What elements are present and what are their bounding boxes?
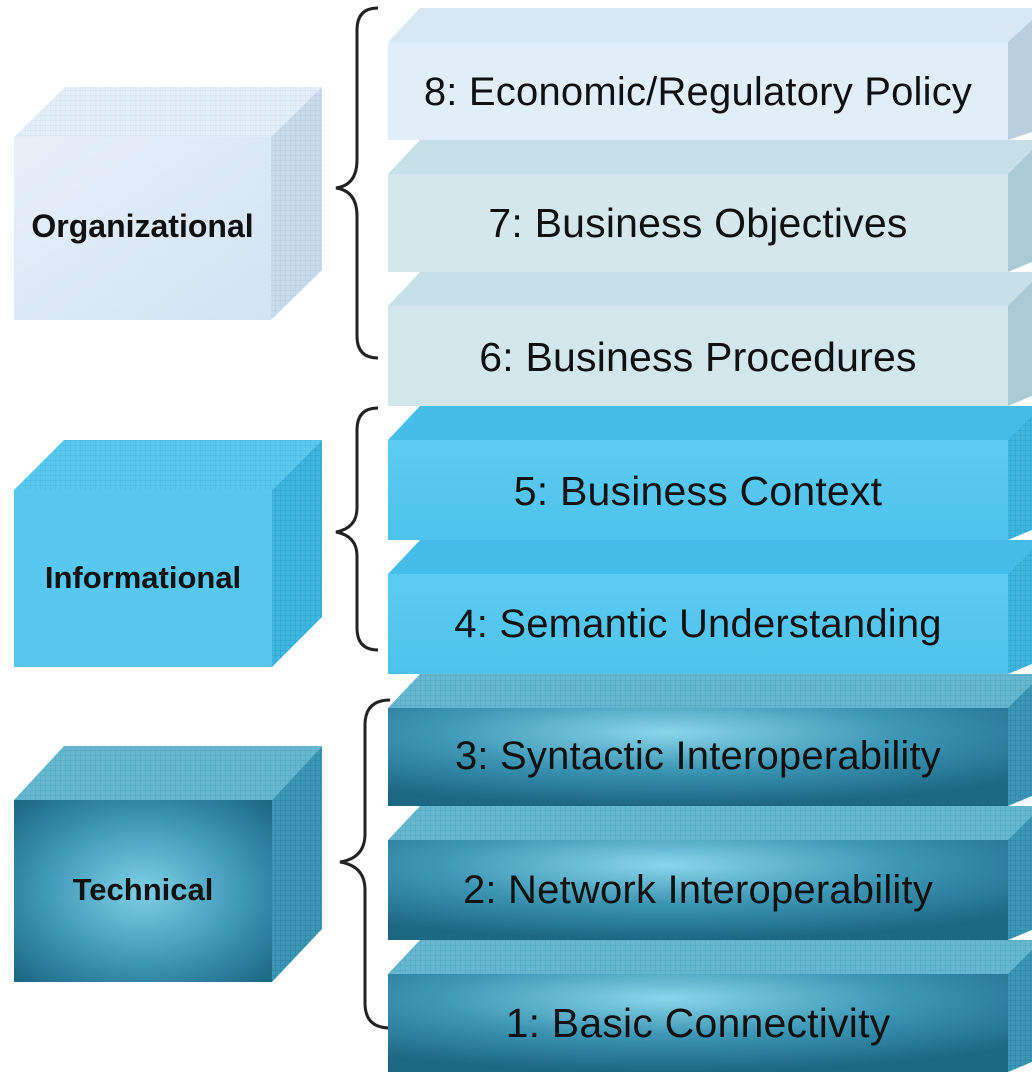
brace-informational	[335, 406, 379, 652]
layer-slab-1	[388, 940, 1032, 1072]
layer-label-1: 1: Basic Connectivity	[505, 1000, 891, 1046]
layer-slab-7	[388, 140, 1032, 272]
cube-technical	[14, 746, 322, 982]
layer-label-8: 8: Economic/Regulatory Policy	[423, 70, 973, 114]
brace-technical	[339, 698, 391, 1030]
layer-label-4: 4: Semantic Understanding	[454, 602, 942, 646]
layer-label-6: 6: Business Procedures	[479, 334, 917, 380]
layer-label-3: 3: Syntactic Interoperability	[454, 734, 942, 778]
layer-slab-2	[388, 806, 1032, 940]
cube-organizational	[14, 87, 322, 320]
cube-informational	[14, 440, 322, 667]
layer-slab-5	[388, 406, 1032, 540]
brace-organizational	[335, 6, 379, 360]
cube-label-organizational: Organizational	[31, 208, 254, 244]
cube-label-technical: Technical	[72, 872, 214, 907]
cube-label-informational: Informational	[44, 560, 242, 595]
layer-label-5: 5: Business Context	[513, 468, 883, 514]
layer-slab-8	[388, 8, 1032, 140]
layer-label-7: 7: Business Objectives	[488, 200, 908, 246]
layer-slab-4	[388, 540, 1032, 674]
layer-label-2: 2: Network Interoperability	[462, 868, 934, 912]
layer-slab-3	[388, 674, 1032, 806]
layer-slab-6	[388, 272, 1032, 406]
